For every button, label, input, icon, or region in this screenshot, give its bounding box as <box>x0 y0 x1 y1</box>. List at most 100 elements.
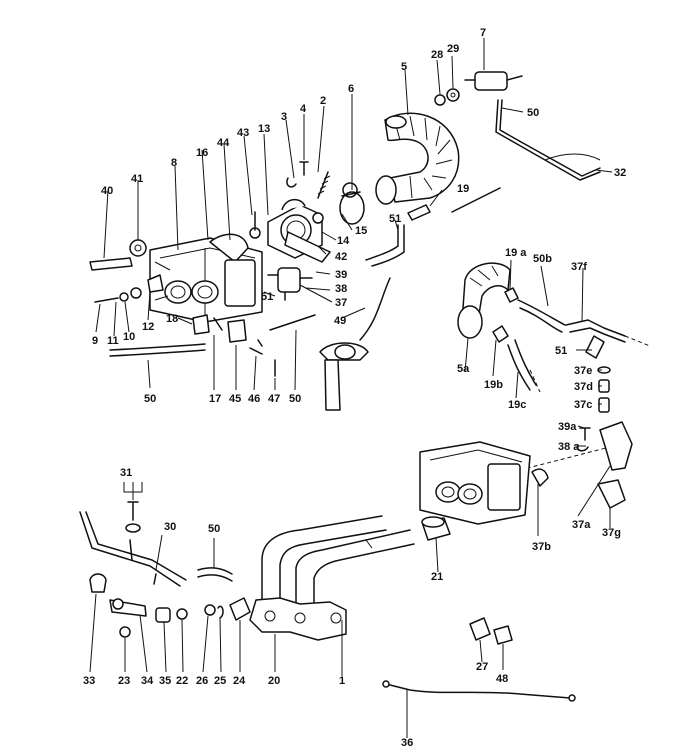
intake-elbow-hose <box>375 112 460 205</box>
callout-32: 32 <box>614 167 626 179</box>
callout-36: 36 <box>401 737 413 748</box>
callout-29: 29 <box>447 43 459 55</box>
callout-47: 47 <box>268 393 280 405</box>
callout-8: 8 <box>171 157 177 169</box>
callout-26: 26 <box>196 675 208 687</box>
callout-39: 39 <box>335 269 347 281</box>
callout-50-left: 50 <box>144 393 156 405</box>
callout-49: 49 <box>334 315 346 327</box>
callout-48: 48 <box>496 673 508 685</box>
hose-50-lower <box>197 567 233 582</box>
callout-50-low: 50 <box>289 393 301 405</box>
callout-37b: 37b <box>532 541 551 553</box>
callout-37g: 37g <box>602 527 621 539</box>
callout-51-right: 51 <box>555 345 567 357</box>
vacuum-hose-lower-left <box>109 343 206 357</box>
callout-25: 25 <box>214 675 226 687</box>
callout-23: 23 <box>118 675 130 687</box>
auxiliary-air-valve <box>434 71 523 106</box>
callout-2: 2 <box>320 95 326 107</box>
hose-49-and-distributor <box>319 277 391 411</box>
heater-box-assembly <box>149 233 263 323</box>
pipe-32 <box>495 99 601 181</box>
callout-10: 10 <box>123 331 135 343</box>
callout-41: 41 <box>131 173 143 185</box>
callout-11: 11 <box>107 335 119 347</box>
callout-40: 40 <box>101 185 113 197</box>
callout-3: 3 <box>281 111 287 123</box>
callout-31: 31 <box>120 467 132 479</box>
callout-6: 6 <box>348 83 354 95</box>
callout-24: 24 <box>233 675 246 687</box>
callout-19b: 19b <box>484 379 503 391</box>
idle-valve <box>267 267 313 301</box>
callout-21: 21 <box>431 571 443 583</box>
callout-19c: 19c <box>508 399 526 411</box>
callout-18: 18 <box>166 313 178 325</box>
callout-35: 35 <box>159 675 171 687</box>
callout-14: 14 <box>337 235 350 247</box>
callout-37f: 37f <box>571 261 587 273</box>
callout-51-mid: 51 <box>261 291 273 303</box>
callout-46: 46 <box>248 393 260 405</box>
callout-37e: 37e <box>574 365 592 377</box>
callout-1: 1 <box>339 675 345 687</box>
callout-51-top: 51 <box>389 213 401 225</box>
callout-12: 12 <box>142 321 154 333</box>
callout-19a: 19 a <box>505 247 527 259</box>
valve-27-48 <box>469 617 513 645</box>
callout-38a: 38 a <box>558 441 580 453</box>
callout-19: 19 <box>457 183 469 195</box>
callout-44: 44 <box>217 137 230 149</box>
hose-19-top <box>407 187 501 221</box>
callout-22: 22 <box>176 675 188 687</box>
callout-5a: 5a <box>457 363 470 375</box>
hose-clamp <box>339 191 365 225</box>
callout-16: 16 <box>196 147 208 159</box>
callout-30: 30 <box>164 521 176 533</box>
fittings-row <box>89 573 251 638</box>
pipe-37f <box>565 319 651 359</box>
callout-50-top: 50 <box>527 107 539 119</box>
callout-34: 34 <box>141 675 154 687</box>
cable-36 <box>382 680 576 702</box>
callout-9: 9 <box>92 335 98 347</box>
callout-28: 28 <box>431 49 443 61</box>
sleeve-21 <box>421 516 451 541</box>
callout-37c: 37c <box>574 399 592 411</box>
callout-37: 37 <box>335 297 347 309</box>
callout-27: 27 <box>476 661 488 673</box>
linkage-and-brackets <box>192 314 316 377</box>
heater-box-right <box>419 441 549 525</box>
callout-37d: 37d <box>574 381 593 393</box>
callout-39a: 39a <box>558 421 577 433</box>
callout-13: 13 <box>258 123 270 135</box>
callout-43: 43 <box>237 127 249 139</box>
callout-7: 7 <box>480 27 486 39</box>
callout-33: 33 <box>83 675 95 687</box>
manifold-20 <box>249 515 415 641</box>
callout-4: 4 <box>300 103 307 115</box>
callout-17: 17 <box>209 393 221 405</box>
callout-37a: 37a <box>572 519 591 531</box>
callout-50-mid: 50 <box>208 523 220 535</box>
callout-45: 45 <box>229 393 241 405</box>
valve-37a <box>519 421 633 471</box>
leader-lines <box>89 38 613 738</box>
bracket-37g <box>597 479 626 509</box>
hose-51-top <box>365 224 405 267</box>
callout-42: 42 <box>335 251 347 263</box>
hoses-19a-19b-50b <box>492 287 566 393</box>
throttle-body <box>267 198 331 263</box>
callout-5: 5 <box>401 61 407 73</box>
vacuum-pipe-30 <box>79 511 187 587</box>
callout-38: 38 <box>335 283 347 295</box>
callout-15: 15 <box>355 225 367 237</box>
screw-washer-31 <box>125 501 141 533</box>
left-fasteners <box>89 239 164 303</box>
callout-20: 20 <box>268 675 280 687</box>
small-parts-37c-37d-37e <box>576 366 611 452</box>
callout-50b: 50b <box>533 253 552 265</box>
callout-labels: 1 2 3 4 5 5a 6 7 8 9 10 11 12 13 14 15 1… <box>83 27 626 748</box>
